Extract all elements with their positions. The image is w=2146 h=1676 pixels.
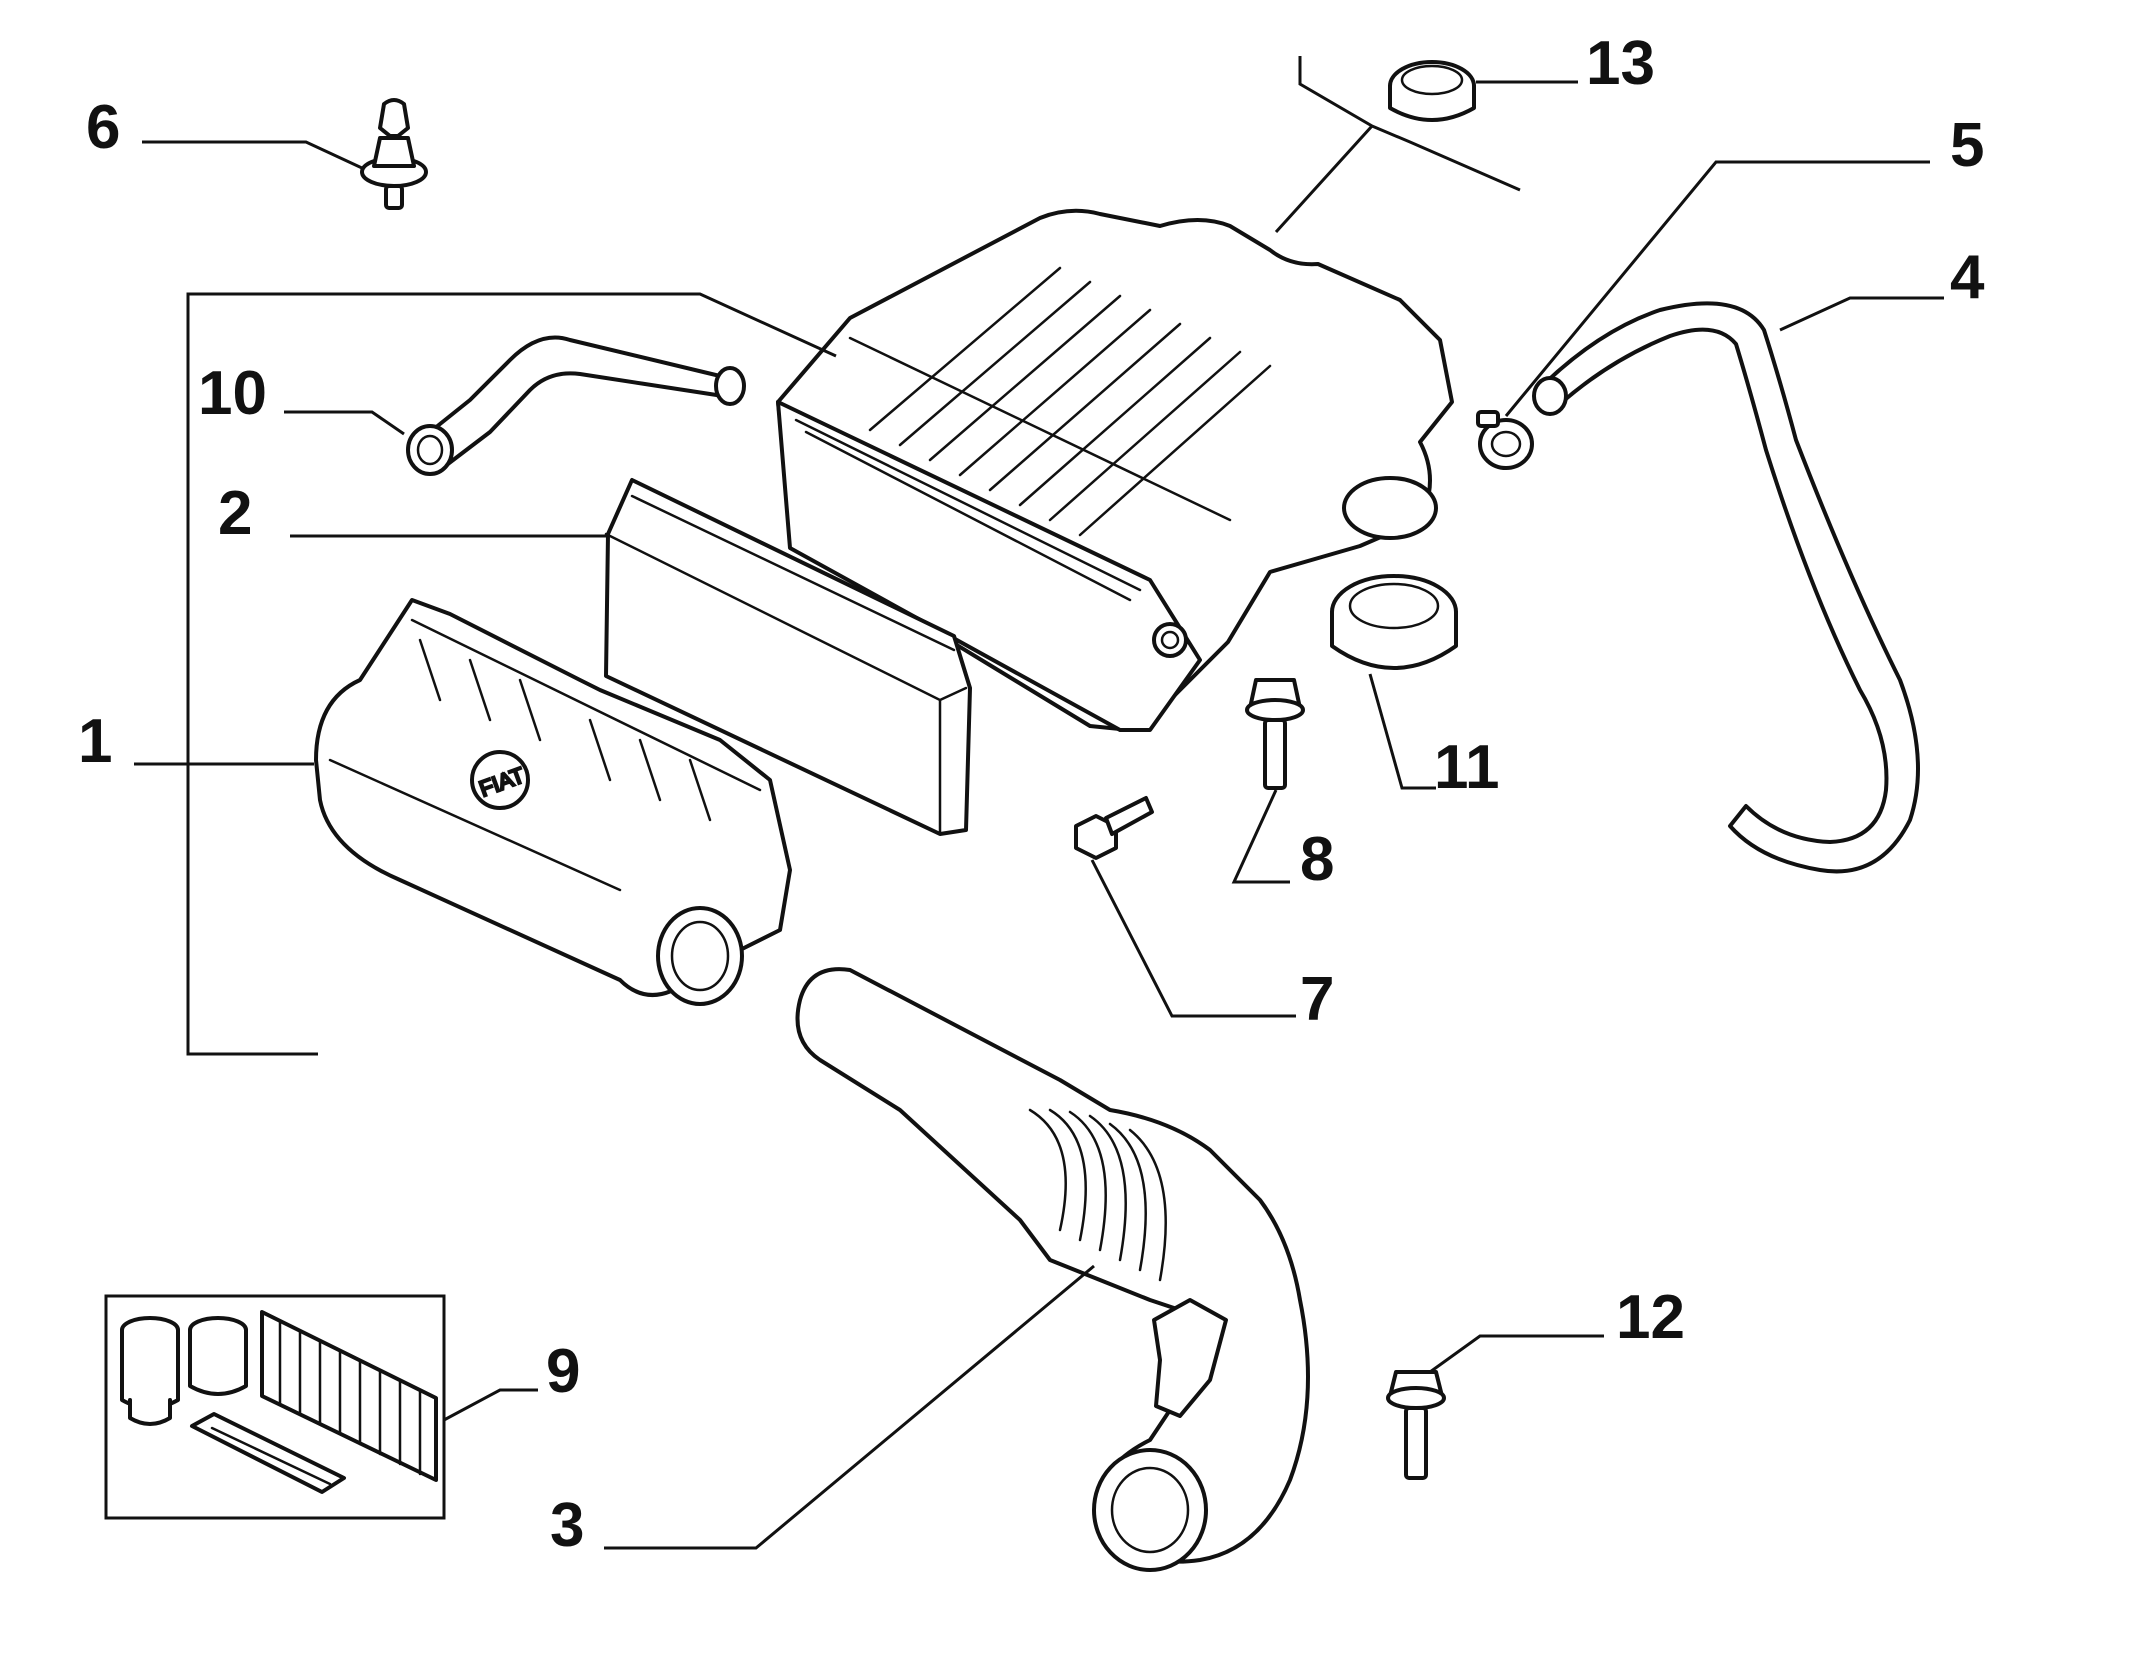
callout-6: 6 — [86, 93, 120, 162]
leader-10 — [284, 410, 405, 436]
leader-6 — [142, 140, 363, 170]
leader-11 — [1368, 673, 1436, 790]
part-1-lower-housing: FIAT — [314, 598, 792, 1006]
callout-3: 3 — [550, 1491, 584, 1560]
callout-11: 11 — [1434, 733, 1500, 802]
leader-7 — [1090, 859, 1296, 1018]
callout-4: 4 — [1950, 243, 1985, 312]
leader-1-bracket — [186, 292, 837, 1056]
callout-10: 10 — [198, 359, 267, 428]
part-7-bolt — [1074, 796, 1154, 860]
part-9-filter-kit — [104, 1294, 446, 1520]
part-3-intake-duct — [795, 967, 1310, 1572]
part-6-clip — [360, 98, 428, 210]
leader-9 — [443, 1388, 538, 1422]
part-8-bolt — [1245, 678, 1305, 790]
part-2-filter-element — [604, 478, 972, 836]
leader-lines — [134, 56, 1944, 1550]
callout-2: 2 — [218, 479, 252, 548]
leader-4 — [1779, 296, 1944, 332]
upper-housing — [776, 208, 1454, 732]
part-12-bolt — [1386, 1370, 1446, 1480]
callout-12: 12 — [1616, 1283, 1685, 1352]
leader-8 — [1231, 789, 1290, 884]
callout-7: 7 — [1300, 965, 1334, 1034]
part-4-hose — [1532, 301, 1920, 874]
callout-5: 5 — [1950, 111, 1984, 180]
part-13-cap — [1388, 60, 1476, 122]
leader-5 — [1504, 160, 1930, 417]
callout-13: 13 — [1586, 29, 1655, 98]
leader-3 — [604, 1264, 1095, 1550]
part-11-seal — [1330, 574, 1458, 670]
leader-13-split — [1274, 56, 1521, 234]
part-10-breather-pipe — [406, 335, 746, 476]
part-5-clamp — [1476, 410, 1534, 470]
callout-1: 1 — [78, 707, 112, 776]
leader-12 — [1429, 1334, 1604, 1374]
callout-9: 9 — [546, 1337, 580, 1406]
callout-labels: 1 2 3 4 5 6 7 8 9 10 11 12 13 — [78, 29, 1985, 1560]
callout-8: 8 — [1300, 825, 1334, 894]
